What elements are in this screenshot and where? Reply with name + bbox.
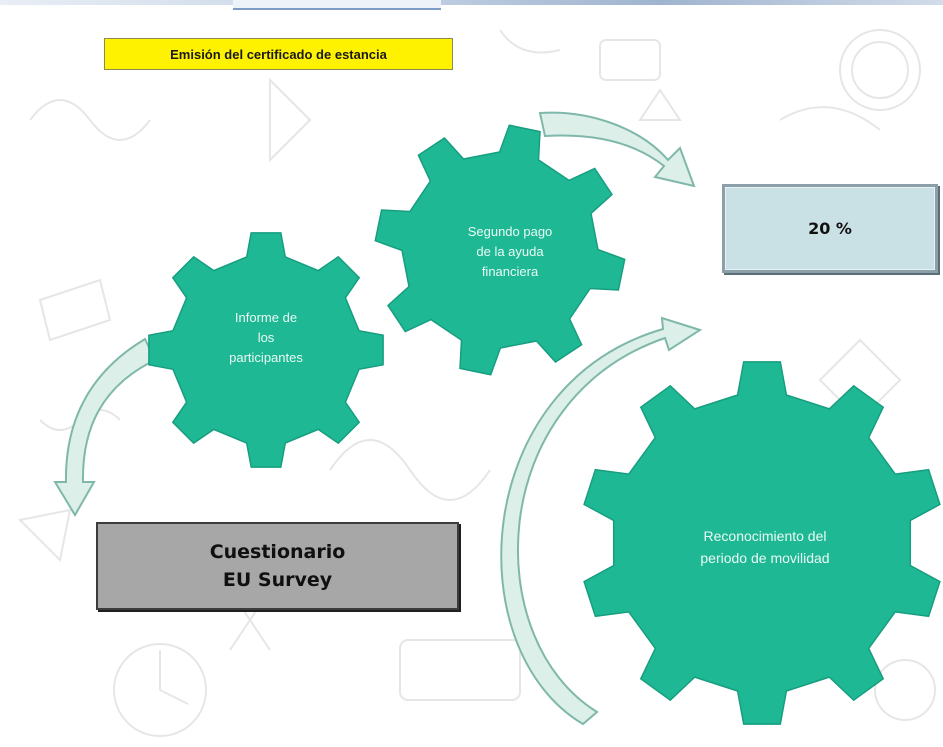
- top-tab-decoration: [233, 0, 441, 10]
- arrow-to-survey-box: [53, 337, 157, 517]
- arrow-to-percent-box: [538, 111, 696, 188]
- gear-reconocimiento-line-1: Reconocimiento del: [703, 528, 827, 544]
- gear-informe-label: Informe de los participantes: [196, 298, 336, 378]
- gear-segundo-pago-label: Segundo pago de la ayuda financiera: [420, 212, 600, 292]
- title-box: Emisión del certificado de estancia: [104, 38, 453, 70]
- gear-reconocimiento-label: Reconocimiento del periodo de movilidad: [640, 512, 890, 582]
- gear-reconocimiento-line-2: periodo de movilidad: [700, 550, 830, 566]
- arrow-long-curve: [500, 316, 703, 726]
- gear-reconocimiento: [583, 361, 941, 725]
- survey-box-line-2: EU Survey: [222, 569, 333, 591]
- gear-segundo-pago-line-3: financiera: [481, 264, 539, 279]
- top-border-strip: [0, 0, 943, 5]
- gear-informe: [148, 232, 384, 468]
- gear-segundo-pago-line-1: Segundo pago: [467, 224, 553, 239]
- survey-box-line-1: Cuestionario: [209, 541, 346, 563]
- survey-box: Cuestionario EU Survey: [96, 522, 459, 610]
- gear-segundo-pago-line-2: de la ayuda: [476, 244, 544, 259]
- gear-informe-line-1: Informe de: [234, 310, 298, 325]
- percent-box: 20 %: [722, 184, 938, 273]
- gear-informe-line-3: participantes: [229, 350, 303, 365]
- gear-segundo-pago: [374, 124, 626, 376]
- gear-informe-line-2: los: [257, 330, 275, 345]
